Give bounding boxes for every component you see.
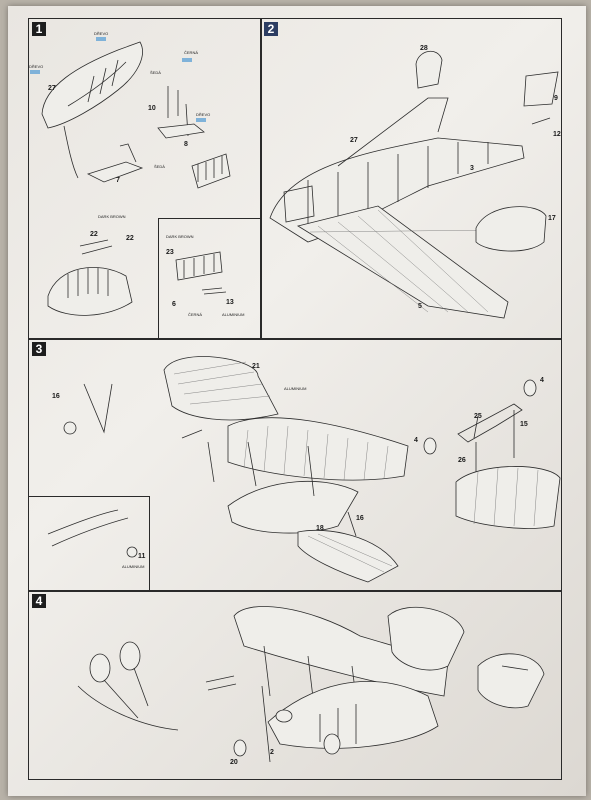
step3-inset-box (28, 496, 150, 592)
step1-floor-part (86, 143, 144, 183)
part-4-label-b: 4 (540, 377, 544, 384)
step2-panel (260, 18, 562, 340)
part-22-label-b: 22 (126, 235, 134, 242)
step1-inset-engine (175, 251, 227, 295)
step4-gear-detail (77, 641, 179, 731)
step1-seat-parts (157, 86, 231, 189)
part-28-label: 28 (420, 45, 428, 52)
label-dark-brown-1: DARK BROWN (98, 214, 126, 219)
step4-complete-aircraft (205, 606, 465, 763)
step1-fuselage-half (41, 41, 143, 179)
step-number-2: 2 (264, 22, 278, 36)
part-25-label: 25 (474, 413, 482, 420)
label-drevo-2: DŘEVO (29, 64, 43, 69)
label-seda-1: ŠEDÁ (150, 70, 161, 75)
step3-aircraft-assembly (163, 356, 409, 583)
part-27-label-step2: 27 (350, 137, 358, 144)
part-12-label: 12 (553, 131, 561, 138)
part-8-label: 8 (184, 141, 188, 148)
label-drevo-1: DŘEVO (94, 31, 108, 36)
step4-panel (28, 590, 562, 780)
part-23-label: 23 (166, 249, 174, 256)
step4-tail-detail (477, 653, 545, 709)
part-18-label: 18 (316, 525, 324, 532)
part-10-label: 10 (148, 105, 156, 112)
part-13-label: 13 (226, 299, 234, 306)
part-26-label: 26 (458, 457, 466, 464)
step3-panel (28, 338, 562, 592)
part-9-label: 9 (554, 95, 558, 102)
part-4-label-a: 4 (414, 437, 418, 444)
part-6-label: 6 (172, 301, 176, 308)
step1-inset-box (158, 218, 262, 340)
step3-landing-gear (423, 379, 561, 529)
step1-engine-subassembly (47, 239, 133, 316)
part-7-label: 7 (116, 177, 120, 184)
part-2-label: 2 (270, 749, 274, 756)
step3-inset-drawing (47, 509, 138, 558)
part-3-label: 3 (470, 165, 474, 172)
color-chip (182, 58, 192, 62)
part-15-label: 15 (520, 421, 528, 428)
label-seda-2: ŠEDÁ (154, 164, 165, 169)
label-cerna: ČERNÁ (184, 50, 198, 55)
part-21-label: 21 (252, 363, 260, 370)
step-number-3: 3 (32, 342, 46, 356)
color-chip (196, 118, 206, 122)
label-drevo-3: DŘEVO (196, 112, 210, 117)
part-16-label-a: 16 (52, 393, 60, 400)
step-number-1: 1 (32, 22, 46, 36)
part-11-label: 11 (138, 553, 146, 560)
label-aluminium-1: ALUMINIUM (222, 312, 244, 317)
color-chip (30, 70, 40, 74)
step3-strut-detail (63, 383, 113, 435)
part-20-label: 20 (230, 759, 238, 766)
part-27-label: 27 (48, 85, 56, 92)
part-17-label: 17 (548, 215, 556, 222)
step2-cabane-struts (337, 51, 449, 167)
step2-tailplane (475, 71, 559, 252)
step2-lower-wing (296, 205, 509, 319)
label-cerna-2: ČERNÁ (188, 312, 202, 317)
label-dark-brown-2: DARK BROWN (166, 234, 194, 239)
label-aluminium-2: ALUMINIUM (284, 386, 306, 391)
instruction-sheet: 1 2 3 4 DŘEV (8, 6, 586, 796)
part-16-label-b: 16 (356, 515, 364, 522)
assembly-drawings: DŘEVO DŘEVO 27 ČERNÁ ŠEDÁ DŘEVO 10 8 7 Š… (29, 31, 561, 766)
step-number-4: 4 (32, 594, 46, 608)
part-22-label-a: 22 (90, 231, 98, 238)
color-chip (96, 37, 106, 41)
step1-panel (28, 18, 262, 340)
label-aluminium-3: ALUMINIUM (122, 564, 144, 569)
part-5-label: 5 (418, 303, 422, 310)
